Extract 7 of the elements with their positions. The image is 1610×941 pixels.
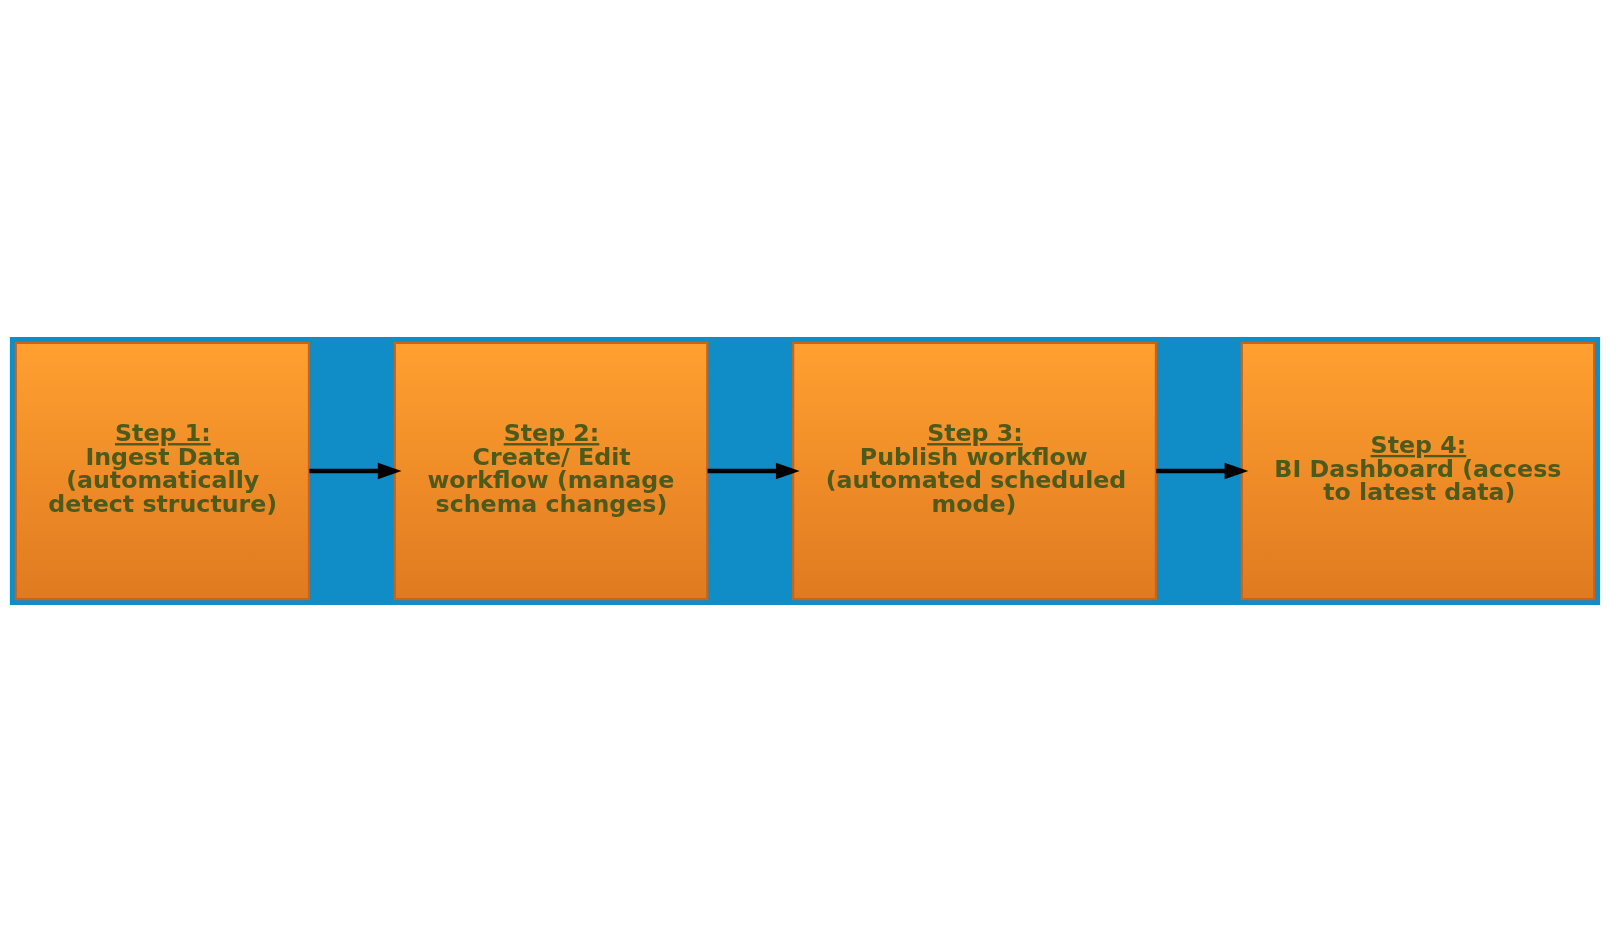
node-box: Step 1: Ingest Data (automatically detect structure) [14, 341, 311, 600]
node-box: Step 4: BI Dashboard (access to latest data) [1240, 341, 1596, 600]
arrow [707, 462, 800, 479]
node-box: Step 3: Publish workflow (automated scheduled mode) [792, 341, 1158, 600]
arrow [309, 462, 402, 479]
arrow [1156, 462, 1249, 479]
node-box: Step 2: Create/ Edit workflow (manage schema changes) [393, 341, 709, 600]
